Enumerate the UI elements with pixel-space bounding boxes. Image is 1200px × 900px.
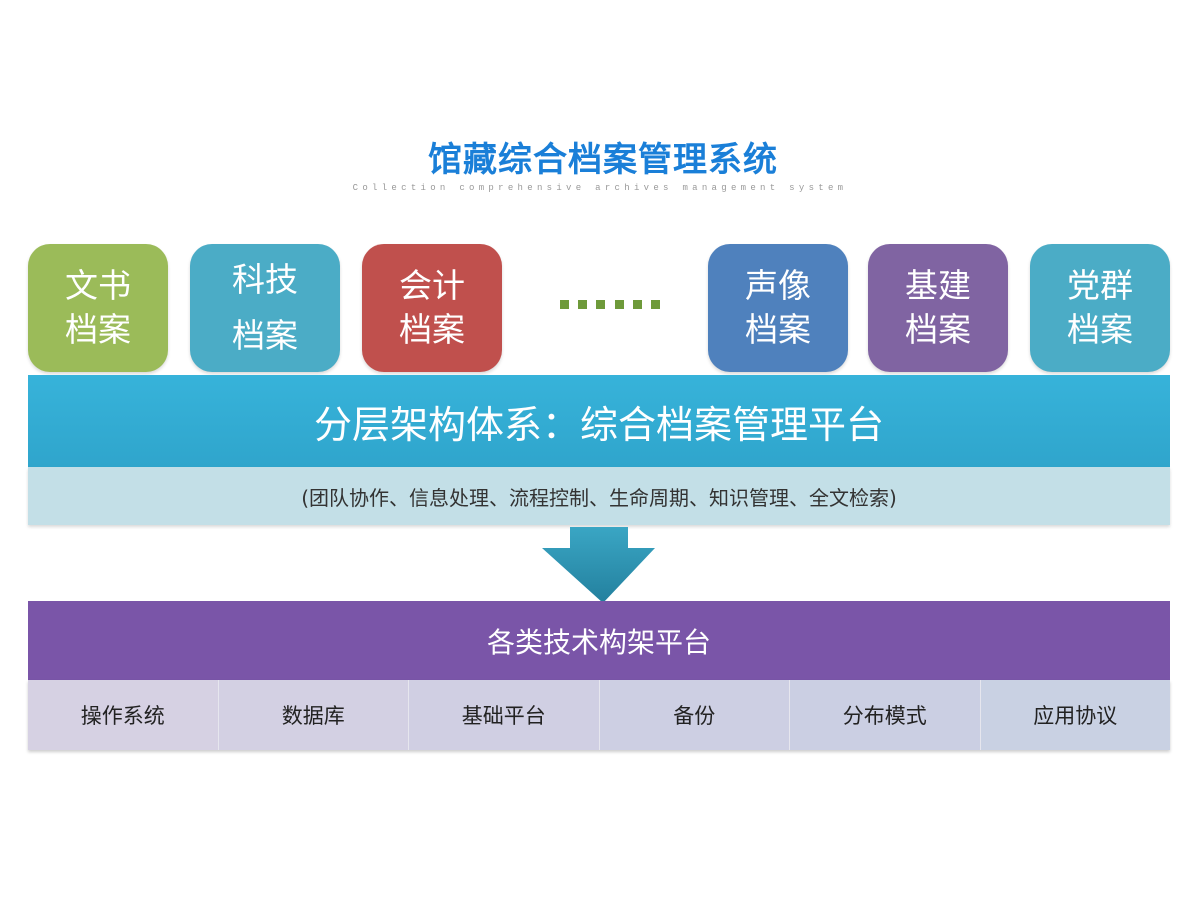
tech-item: 分布模式	[790, 680, 981, 750]
tech-platform-title: 各类技术构架平台	[486, 625, 711, 659]
page-subtitle: Collection comprehensive archives manage…	[352, 183, 848, 193]
tech-item: 数据库	[218, 680, 409, 750]
down-arrow-icon	[542, 527, 655, 603]
archive-box-documents: 文书 档案	[28, 244, 168, 372]
archive-label: 会计	[399, 266, 465, 305]
platform-features-band: (团队协作、信息处理、流程控制、生命周期、知识管理、全文检索)	[28, 467, 1170, 525]
archive-label: 档案	[1067, 310, 1133, 349]
archive-label: 党群	[1067, 266, 1133, 305]
ellipsis-dots	[560, 300, 660, 310]
archive-label: 基建	[905, 266, 971, 305]
archive-label: 档案	[65, 310, 131, 349]
tech-platform-band: 各类技术构架平台	[28, 601, 1170, 680]
archive-label: 档案	[905, 310, 971, 349]
archive-box-party: 党群 档案	[1030, 244, 1170, 372]
tech-item: 操作系统	[28, 680, 219, 750]
archive-label: 文书	[65, 266, 131, 305]
archive-label: 声像	[745, 266, 811, 305]
archive-label: 档案	[745, 310, 811, 349]
archive-label: 档案	[399, 310, 465, 349]
archive-label: 科技	[232, 260, 298, 299]
archive-box-construction: 基建 档案	[868, 244, 1008, 372]
archive-box-technology: 科技 档案	[190, 244, 340, 372]
tech-items-row: 操作系统 数据库 基础平台 备份 分布模式 应用协议	[28, 680, 1170, 750]
platform-title: 分层架构体系：综合档案管理平台	[313, 402, 884, 447]
page-title: 馆藏综合档案管理系统	[428, 140, 778, 180]
platform-features: (团队协作、信息处理、流程控制、生命周期、知识管理、全文检索)	[301, 485, 897, 510]
tech-item: 备份	[599, 680, 790, 750]
platform-title-band: 分层架构体系：综合档案管理平台	[28, 375, 1170, 467]
tech-item: 应用协议	[980, 680, 1170, 750]
archive-box-audiovisual: 声像 档案	[708, 244, 848, 372]
tech-item: 基础平台	[409, 680, 600, 750]
archive-box-accounting: 会计 档案	[362, 244, 502, 372]
archive-label: 档案	[232, 316, 298, 355]
